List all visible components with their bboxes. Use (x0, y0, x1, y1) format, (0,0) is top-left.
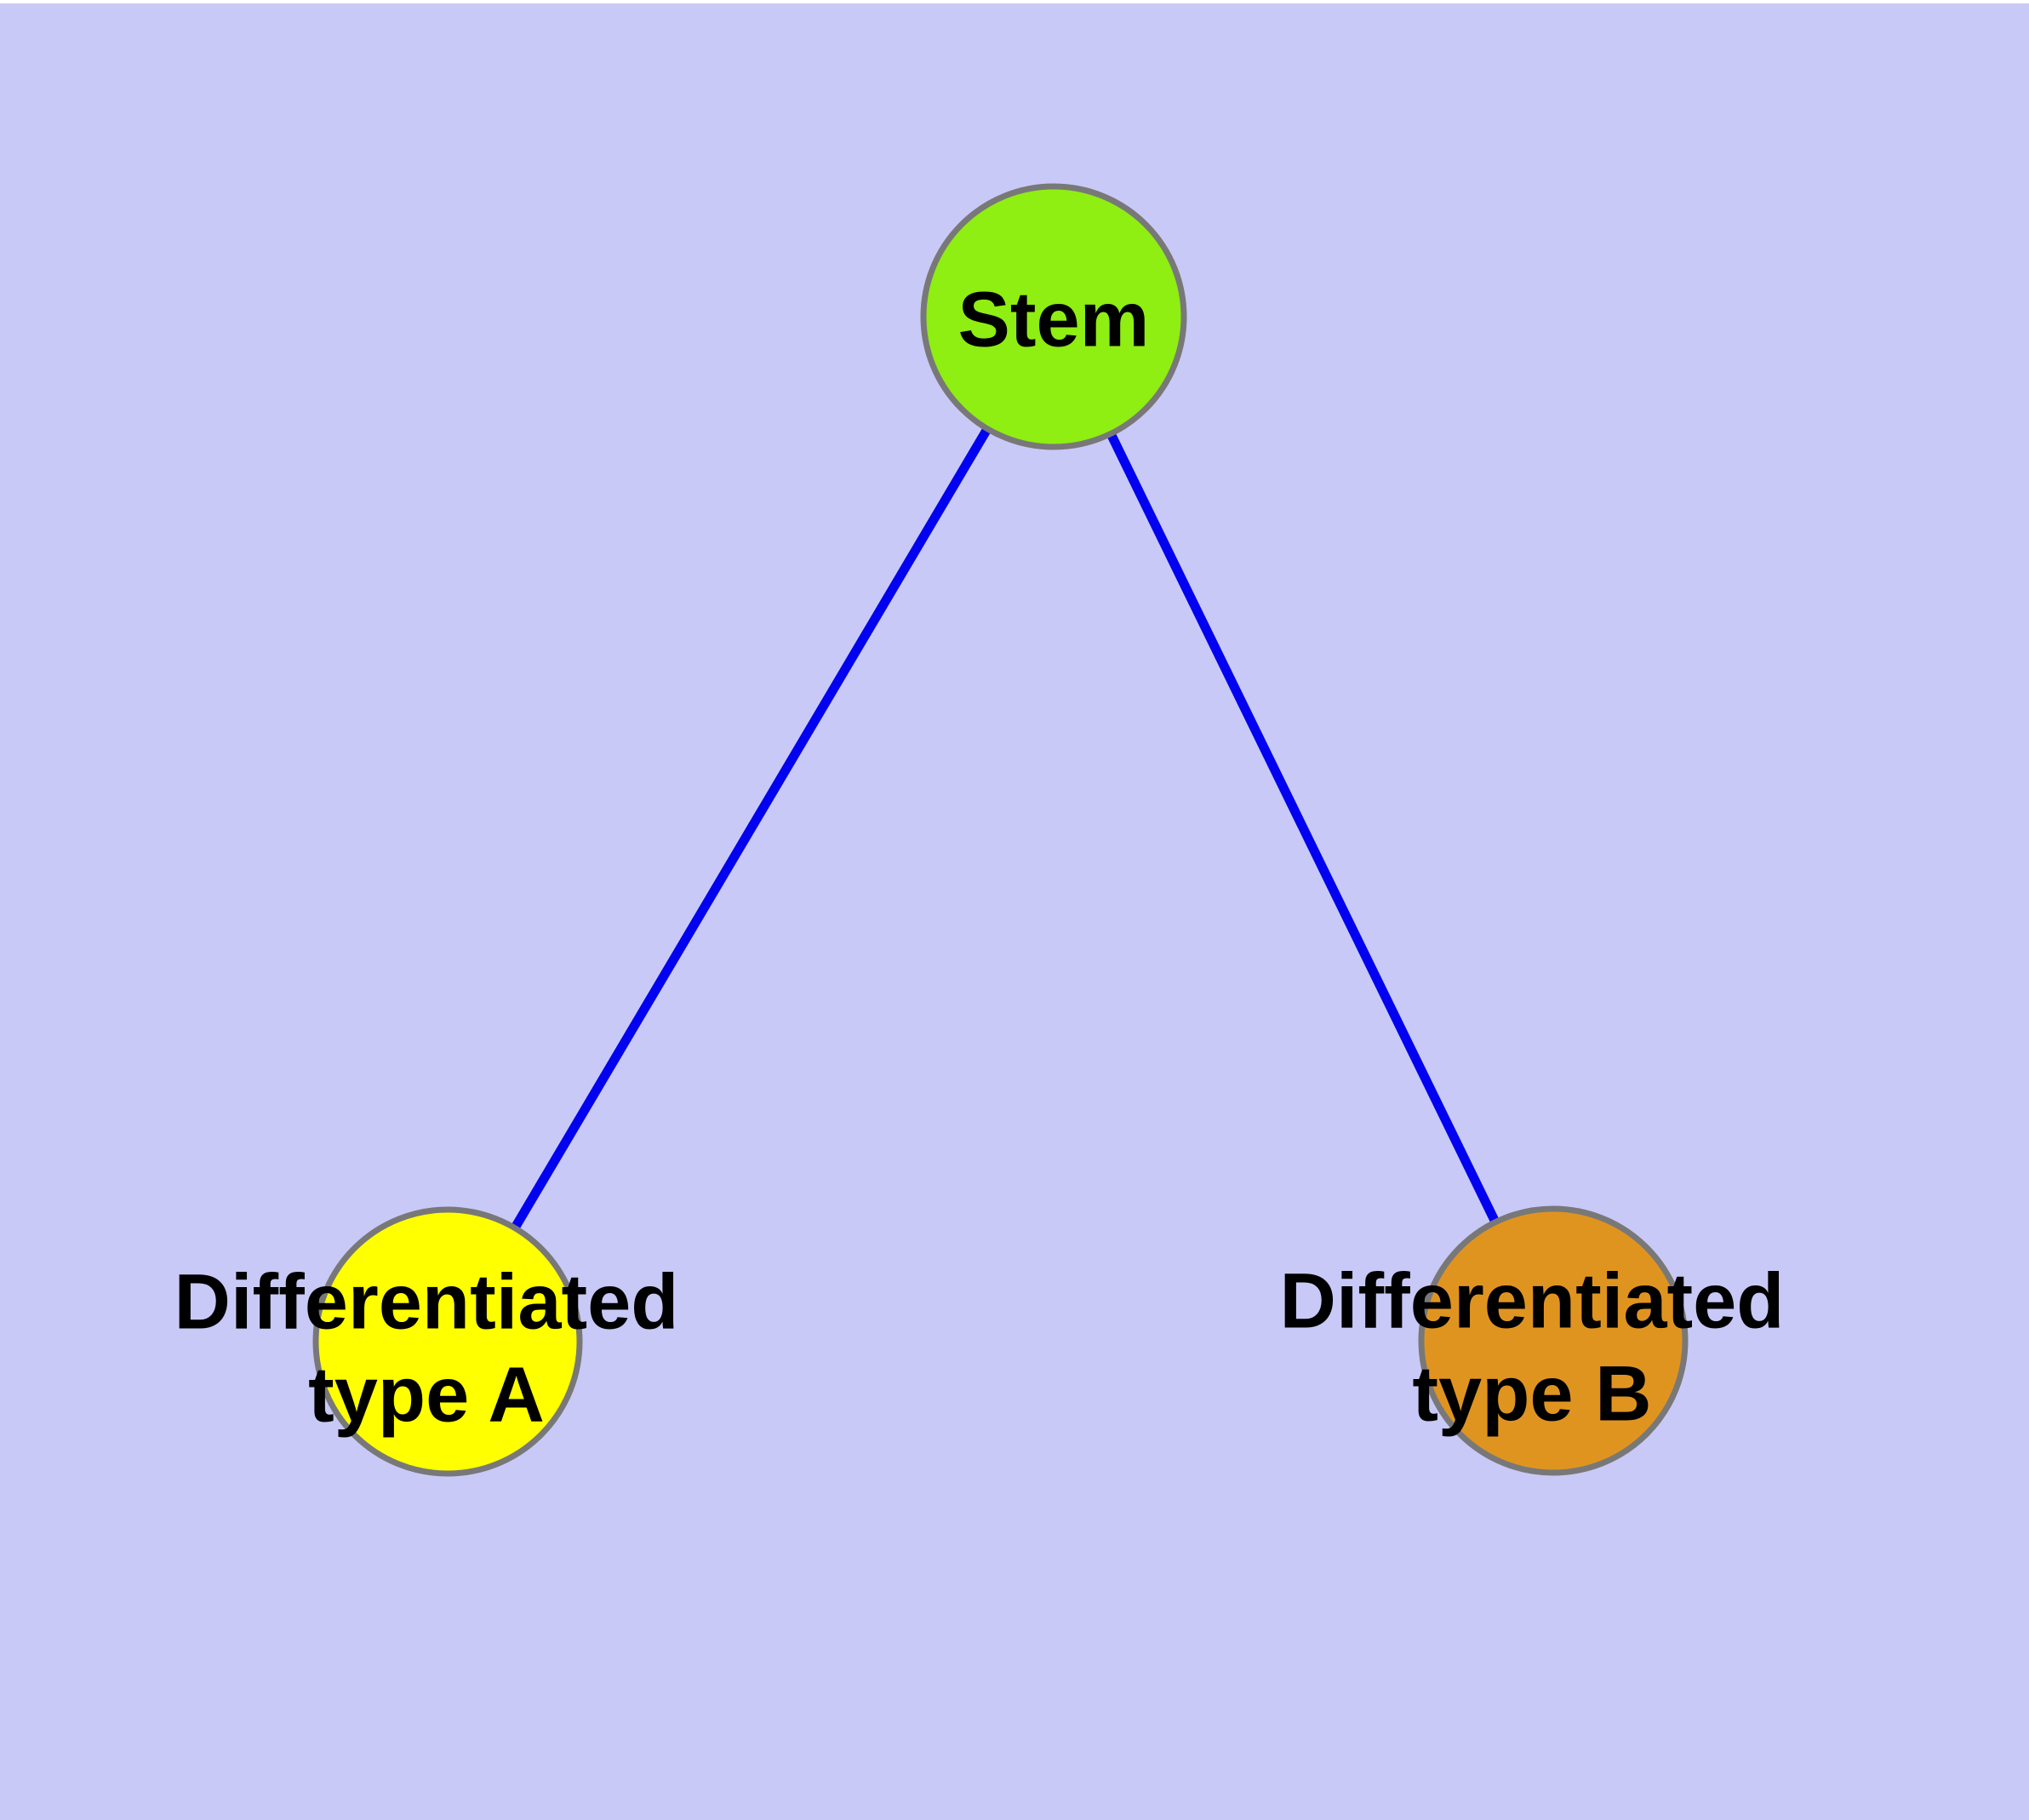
node-circle-stem (920, 183, 1187, 450)
node-circle-type-a (312, 1206, 583, 1477)
top-margin (0, 0, 2029, 3)
edge-stem-to-type-b (1049, 314, 1557, 1343)
node-circle-type-b (1418, 1205, 1689, 1476)
edge-stem-to-type-a (443, 314, 1058, 1344)
